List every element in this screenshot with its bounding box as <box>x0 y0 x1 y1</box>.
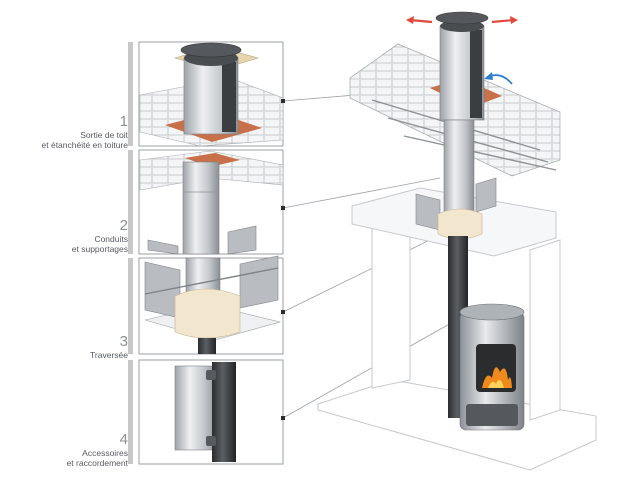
section-title-1: Sortie de toit <box>80 130 128 140</box>
main-chimney-cap <box>435 11 489 25</box>
section-label-3: 3 Traversée <box>90 333 128 361</box>
section-bar-4 <box>128 360 133 464</box>
section-title-4: Accessoires <box>82 448 128 458</box>
panel-3-insulation <box>174 288 241 339</box>
main-insulation <box>437 208 483 240</box>
section-label-4: 4 Accessoires et raccordement <box>66 431 128 469</box>
section-subtitle-1: et étanchéité en toiture <box>41 140 128 150</box>
main-chimney-insulation <box>470 30 482 118</box>
panel-4-black-pipe <box>212 362 236 462</box>
panel-2-pipe <box>182 161 220 255</box>
section-subtitle-4: et raccordement <box>66 458 128 468</box>
section-number-3: 3 <box>119 333 128 350</box>
panel-4-clamp <box>206 370 216 380</box>
main-chimney-middle <box>443 119 475 221</box>
panel-4-accessories <box>174 362 236 462</box>
exhaust-arrow-right <box>491 18 515 24</box>
section-title-2: Conduits <box>94 234 128 244</box>
stove-top <box>459 303 525 321</box>
section-bar-2 <box>128 150 133 254</box>
section-bar-3 <box>128 258 133 354</box>
section-subtitle-2: et supportages <box>71 244 128 254</box>
panel-3-traversee <box>144 255 282 354</box>
section-number-2: 2 <box>119 217 128 234</box>
section-label-1: 1 Sortie de toit et étanchéité en toitur… <box>41 113 128 151</box>
section-number-4: 4 <box>119 431 128 448</box>
panel-1-roof-exit <box>139 42 284 147</box>
stove <box>459 303 525 431</box>
stove-base <box>466 404 518 426</box>
section-number-1: 1 <box>119 113 128 130</box>
panel-2-flashing <box>185 153 240 167</box>
panel-2-bracket-left <box>147 239 179 255</box>
exhaust-arrow-left <box>409 18 433 24</box>
panel-4-clamp-lower <box>206 436 216 446</box>
stove-flames <box>482 367 512 388</box>
panel-1-insulation <box>222 62 236 132</box>
main-support-left <box>415 193 441 231</box>
section-title-3: Traversée <box>90 350 128 360</box>
panel-3-bracket-right <box>239 255 279 309</box>
section-label-2: 2 Conduits et supportages <box>71 217 128 255</box>
main-support-right <box>475 177 497 213</box>
panel-2-bracket-right <box>227 225 257 255</box>
section-bar-1 <box>128 42 133 146</box>
panel-1-cap <box>180 42 242 58</box>
leader-dots <box>281 99 285 420</box>
panel-2-conduits <box>139 150 284 255</box>
panel-3-pipe-lower <box>198 338 216 354</box>
